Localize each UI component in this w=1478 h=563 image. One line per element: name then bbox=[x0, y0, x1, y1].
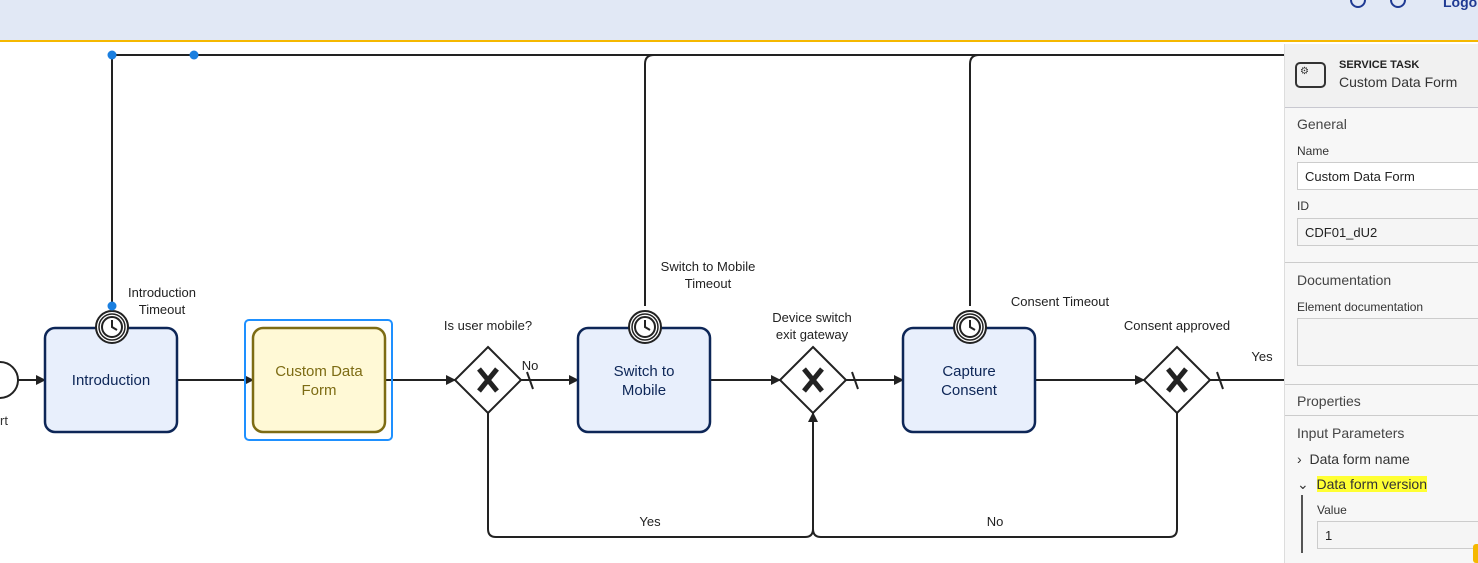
bpmn-canvas[interactable]: rt Introduction Custom Data Form Switch … bbox=[0, 44, 1284, 563]
drag-handle[interactable] bbox=[189, 50, 199, 60]
task-label: Consent bbox=[941, 382, 998, 399]
top-bar: Logo bbox=[0, 0, 1478, 42]
task-custom-data-form[interactable]: Custom Data Form bbox=[251, 326, 387, 434]
task-label: Form bbox=[302, 382, 337, 399]
param-data-form-name[interactable]: › Data form name bbox=[1297, 451, 1410, 467]
timer-icon[interactable] bbox=[628, 310, 662, 344]
flow-label: Yes bbox=[1251, 349, 1273, 364]
drag-handle[interactable] bbox=[107, 50, 117, 60]
gateway-label: exit gateway bbox=[776, 327, 849, 342]
timer-label: Timeout bbox=[139, 302, 186, 317]
timeout-flow-consent bbox=[969, 54, 980, 306]
timer-icon[interactable] bbox=[953, 310, 987, 344]
start-event bbox=[0, 361, 19, 399]
logout-link[interactable]: Logo bbox=[1443, 0, 1478, 10]
task-label: Switch to bbox=[614, 363, 675, 380]
chevron-down-icon: ⌄ bbox=[1297, 476, 1309, 492]
tab-properties[interactable]: Properties bbox=[1297, 393, 1361, 409]
flow-label: No bbox=[522, 358, 539, 373]
flow-label: No bbox=[987, 514, 1004, 529]
element-name: Custom Data Form bbox=[1339, 74, 1458, 90]
id-input[interactable]: CDF01_dU2 bbox=[1297, 218, 1478, 246]
id-label: ID bbox=[1297, 199, 1309, 213]
timer-label: Timeout bbox=[685, 276, 732, 291]
task-label: Mobile bbox=[622, 382, 666, 399]
group-input-parameters[interactable]: Input Parameters bbox=[1297, 425, 1405, 441]
properties-panel: ⚙ SERVICE TASK Custom Data Form General … bbox=[1284, 44, 1478, 563]
chevron-right-icon: › bbox=[1297, 451, 1302, 467]
panel-header: ⚙ SERVICE TASK Custom Data Form bbox=[1285, 44, 1478, 108]
task-switch-to-mobile[interactable]: Switch to Mobile bbox=[576, 326, 712, 434]
timer-label: Introduction bbox=[128, 285, 196, 300]
info-icon[interactable] bbox=[1350, 0, 1366, 8]
group-documentation[interactable]: Documentation bbox=[1297, 272, 1392, 288]
drag-handle[interactable] bbox=[107, 301, 117, 311]
task-label: Introduction bbox=[72, 372, 150, 389]
task-capture-consent[interactable]: Capture Consent bbox=[901, 326, 1037, 434]
timer-label: Consent Timeout bbox=[1011, 294, 1110, 309]
timeout-flow-switch bbox=[644, 54, 655, 306]
gateway-label: Device switch bbox=[772, 310, 851, 325]
name-input[interactable]: Custom Data Form bbox=[1297, 162, 1478, 190]
scroll-indicator[interactable] bbox=[1473, 544, 1478, 563]
flow-label: Yes bbox=[639, 514, 661, 529]
selection-outline bbox=[244, 319, 393, 441]
timer-icon[interactable] bbox=[95, 310, 129, 344]
value-input[interactable]: 1 bbox=[1317, 521, 1478, 549]
gateway-label: Consent approved bbox=[1124, 318, 1230, 333]
flow-gw3-no bbox=[812, 413, 1178, 538]
element-type: SERVICE TASK bbox=[1339, 59, 1420, 71]
documentation-textarea[interactable] bbox=[1297, 318, 1478, 366]
param-data-form-version[interactable]: ⌄ Data form version bbox=[1297, 476, 1427, 492]
start-label: rt bbox=[0, 413, 8, 428]
name-label: Name bbox=[1297, 144, 1330, 158]
gateway-consent-approved[interactable] bbox=[1144, 347, 1210, 413]
task-label: Custom Data bbox=[275, 363, 363, 380]
user-icon[interactable] bbox=[1390, 0, 1406, 8]
group-general[interactable]: General bbox=[1297, 116, 1347, 132]
timer-label: Switch to Mobile bbox=[661, 259, 756, 274]
gear-icon: ⚙ bbox=[1295, 62, 1326, 88]
gateway-device-switch[interactable] bbox=[780, 347, 846, 413]
task-label: Capture bbox=[942, 363, 995, 380]
gateway-user-mobile[interactable] bbox=[455, 347, 521, 413]
gateway-label: Is user mobile? bbox=[444, 318, 532, 333]
value-label: Value bbox=[1317, 503, 1347, 517]
nesting-bar bbox=[1301, 495, 1303, 553]
documentation-label: Element documentation bbox=[1297, 300, 1424, 314]
